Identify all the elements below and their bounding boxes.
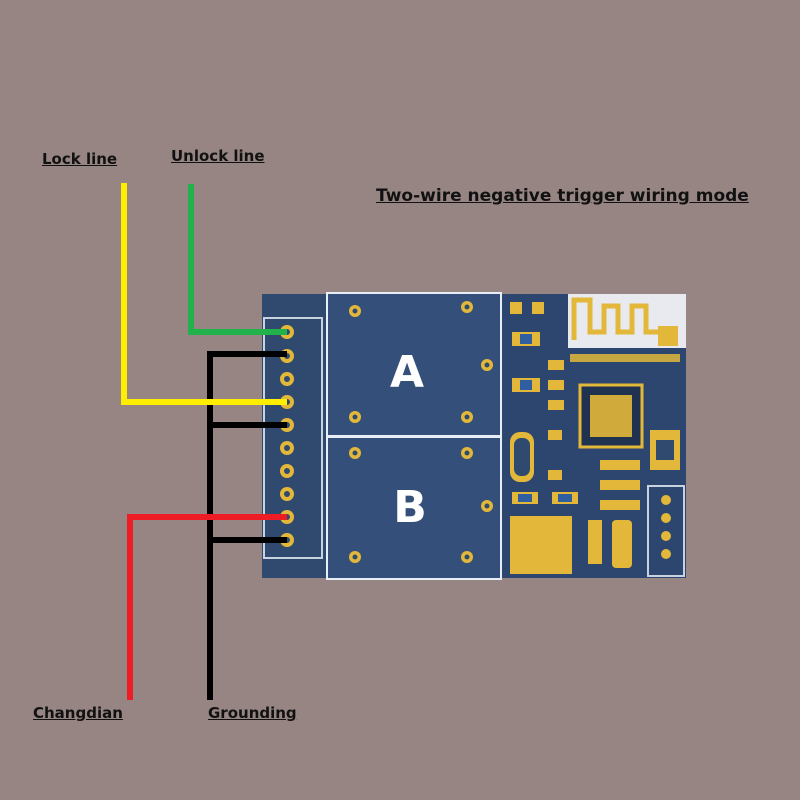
relay-b: B bbox=[326, 436, 502, 580]
connector-outline bbox=[263, 317, 323, 559]
grounding-label: Grounding bbox=[208, 704, 297, 722]
ground-wire bbox=[207, 351, 287, 700]
lock-wire bbox=[121, 183, 287, 405]
changdian-label: Changdian bbox=[33, 704, 123, 722]
power-wire bbox=[127, 514, 287, 700]
relay-b-letter: B bbox=[393, 482, 427, 533]
relay-a-letter: A bbox=[390, 347, 424, 398]
pcb-board: A B bbox=[262, 292, 686, 580]
unlock-wire bbox=[188, 184, 287, 335]
diagram-title: Two-wire negative trigger wiring mode bbox=[376, 186, 749, 206]
pcb-components bbox=[503, 294, 686, 578]
relay-a: A bbox=[326, 292, 502, 437]
unlock-line-label: Unlock line bbox=[171, 147, 265, 165]
lock-line-label: Lock line bbox=[42, 150, 118, 168]
